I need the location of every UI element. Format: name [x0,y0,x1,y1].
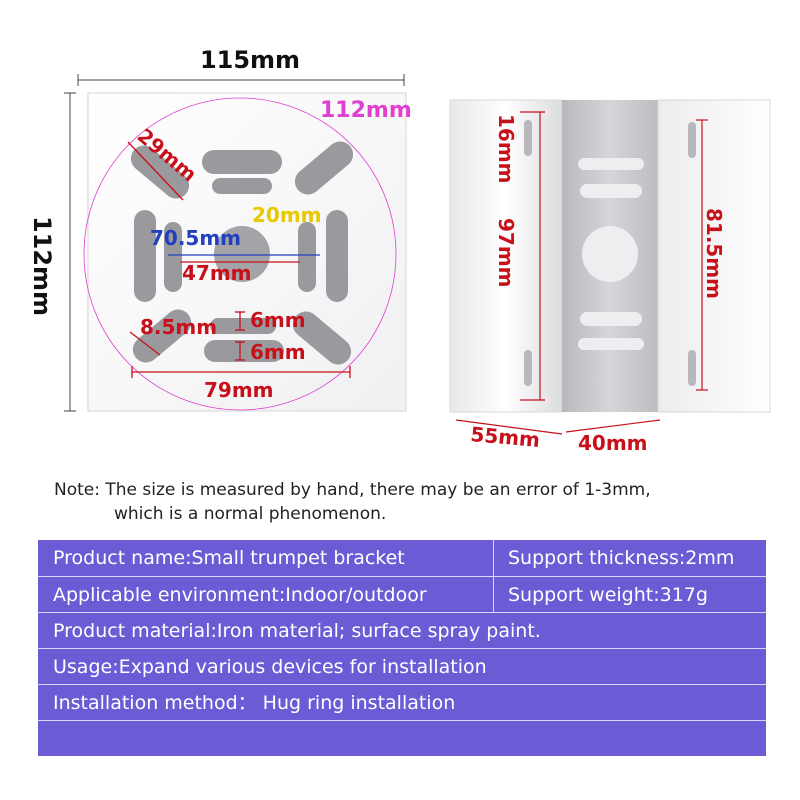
side-dimension-lines [455,111,708,435]
product-name: Product name:Small trumpet bracket [53,547,405,569]
spec-row-empty [38,720,766,757]
note-line-2: which is a normal phenomenon. [114,504,387,524]
inner-span-label: 47mm [182,261,252,285]
front-plate [83,92,407,412]
spec-row: Installation method： Hug ring installati… [38,684,766,721]
product-material: Product material:Iron material; surface … [53,620,541,642]
side-labels: 16mm 97mm 81.5mm 55mm 40mm [470,114,726,455]
gap-bottom-label: 6mm [250,340,306,364]
hole-span-label: 70.5mm [150,226,241,250]
front-dimension-lines [64,74,405,412]
side-height-label: 81.5mm [702,208,726,299]
circle-label: 112mm [320,98,412,123]
inner-height-label: 97mm [494,218,518,288]
spec-table: Product name:Small trumpet bracket Suppo… [38,540,766,756]
support-thickness: Support thickness:2mm [508,547,735,569]
slot-width-label: 8.5mm [140,315,217,339]
applicable-environment: Applicable environment:Indoor/outdoor [53,584,427,606]
support-weight: Support weight:317g [508,584,708,606]
installation-method: Installation method： Hug ring installati… [53,692,456,714]
outer-circle [83,97,397,411]
slot-label: 16mm [494,114,518,184]
gap-top-label: 6mm [250,308,306,332]
height-label: 112mm [28,216,56,316]
usage: Usage:Expand various devices for install… [53,656,487,678]
bottom-span-label: 79mm [204,378,274,402]
column-divider [493,540,494,612]
spec-row: Applicable environment:Indoor/outdoor Su… [38,576,766,613]
left-width-label: 55mm [470,422,541,452]
right-width-label: 40mm [578,431,648,455]
center-hole-label: 20mm [252,203,322,227]
spec-row: Product material:Iron material; surface … [38,612,766,649]
spec-row: Usage:Expand various devices for install… [38,648,766,685]
spec-row: Product name:Small trumpet bracket Suppo… [38,540,766,576]
center-hole [214,226,270,282]
note: Note: The size is measured by hand, ther… [54,478,651,526]
width-label: 115mm [200,46,300,74]
front-labels: 115mm 112mm 112mm 29mm 20mm 70.5mm 47mm … [28,46,412,402]
side-bracket [449,99,771,413]
note-line-1: Note: The size is measured by hand, ther… [54,480,651,500]
